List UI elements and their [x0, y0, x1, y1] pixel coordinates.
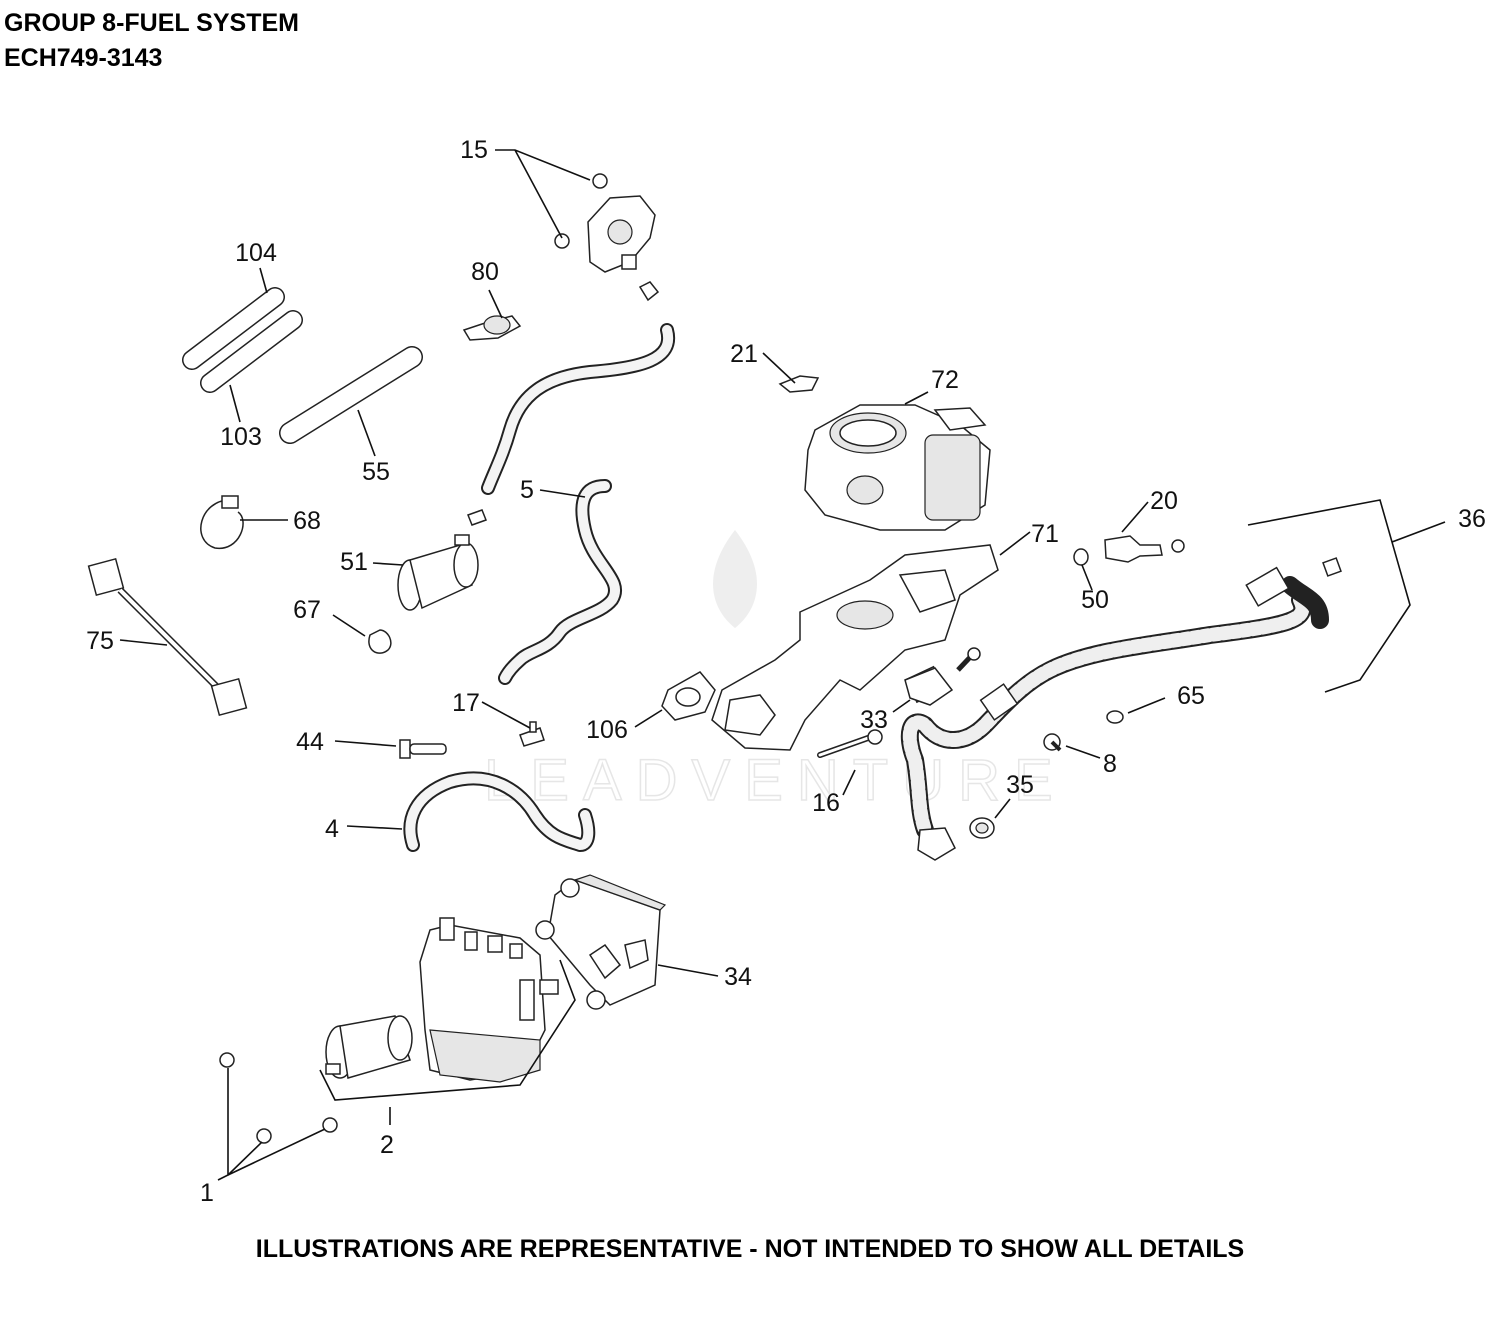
callout-4[interactable]: 4	[325, 815, 339, 843]
part-68-clamp[interactable]	[200, 495, 244, 549]
callout-20[interactable]: 20	[1150, 487, 1178, 515]
part-72-throttle-body[interactable]	[804, 404, 991, 531]
part-65-washer[interactable]	[1106, 710, 1124, 724]
part-33-map-sensor[interactable]	[904, 667, 954, 706]
part-5-hose[interactable]	[498, 479, 622, 685]
part-17-tee-fitting[interactable]	[519, 721, 545, 747]
callout-21[interactable]: 21	[730, 340, 758, 368]
part-2-fuel-pump-module[interactable]	[325, 917, 559, 1083]
callout-68[interactable]: 68	[293, 507, 321, 535]
watermark-text: LEADVENTURE	[484, 748, 1067, 813]
callout-67[interactable]: 67	[293, 596, 321, 624]
callout-71[interactable]: 71	[1031, 520, 1059, 548]
callout-55[interactable]: 55	[362, 458, 390, 486]
part-36-wiring-harness[interactable]	[900, 557, 1342, 861]
part-35-hose-clamp[interactable]	[969, 817, 995, 839]
callout-80[interactable]: 80	[471, 258, 499, 286]
callout-33[interactable]: 33	[860, 706, 888, 734]
callout-51[interactable]: 51	[340, 548, 368, 576]
callout-50[interactable]: 50	[1081, 586, 1109, 614]
part-80-clamp[interactable]	[462, 315, 522, 341]
callout-2[interactable]: 2	[380, 1131, 394, 1159]
part-20-injector[interactable]	[1104, 535, 1185, 563]
part-103-tube[interactable]	[200, 310, 303, 393]
diagram-title: GROUP 8-FUEL SYSTEM	[4, 9, 299, 37]
part-71-intake-manifold[interactable]	[711, 544, 999, 751]
watermark: LEADVENTURE	[483, 530, 1067, 814]
part-21-clip[interactable]	[778, 375, 820, 393]
model-number: ECH749-3143	[4, 44, 163, 72]
callout-8[interactable]: 8	[1103, 750, 1117, 778]
leader-lines	[119, 149, 1446, 1181]
watermark-flame-icon	[713, 530, 757, 628]
part-44-connector[interactable]	[399, 739, 447, 759]
part-4-hose[interactable]	[403, 771, 596, 852]
callout-34[interactable]: 34	[724, 963, 752, 991]
callout-16[interactable]: 16	[812, 789, 840, 817]
callout-65[interactable]: 65	[1177, 682, 1205, 710]
callout-106[interactable]: 106	[586, 716, 628, 744]
callout-labels: 15 104 80 21 72 103 55 5 20 36 68 71 51 …	[86, 136, 1486, 1207]
part-8-bolt[interactable]	[1043, 733, 1062, 752]
callout-15[interactable]: 15	[460, 136, 488, 164]
part-75-oxygen-sensor[interactable]	[87, 557, 248, 717]
disclaimer-footer: ILLUSTRATIONS ARE REPRESENTATIVE - NOT I…	[255, 1235, 1245, 1263]
part-67-clip[interactable]	[368, 629, 392, 654]
part-fuel-hose-upper[interactable]	[481, 323, 676, 495]
part-bolt[interactable]	[956, 647, 981, 672]
callout-5[interactable]: 5	[520, 476, 534, 504]
callout-17[interactable]: 17	[452, 689, 480, 717]
callout-36[interactable]: 36	[1458, 505, 1486, 533]
callout-44[interactable]: 44	[296, 728, 324, 756]
part-50-washer[interactable]	[1073, 548, 1089, 566]
callout-104[interactable]: 104	[235, 239, 277, 267]
callout-1[interactable]: 1	[200, 1179, 214, 1207]
part-51-fuel-filter[interactable]	[397, 509, 487, 611]
part-106-gasket[interactable]	[661, 671, 716, 721]
callout-103[interactable]: 103	[220, 423, 262, 451]
callout-35[interactable]: 35	[1006, 771, 1034, 799]
part-55-tube[interactable]	[279, 346, 423, 444]
callout-72[interactable]: 72	[931, 366, 959, 394]
part-1-screws[interactable]	[219, 1052, 338, 1144]
part-15-pump-cover[interactable]	[554, 173, 660, 302]
callout-75[interactable]: 75	[86, 627, 114, 655]
part-16-long-bolt[interactable]	[817, 729, 883, 758]
part-34-bracket[interactable]	[535, 874, 667, 1010]
part-104-tube[interactable]	[182, 287, 285, 370]
